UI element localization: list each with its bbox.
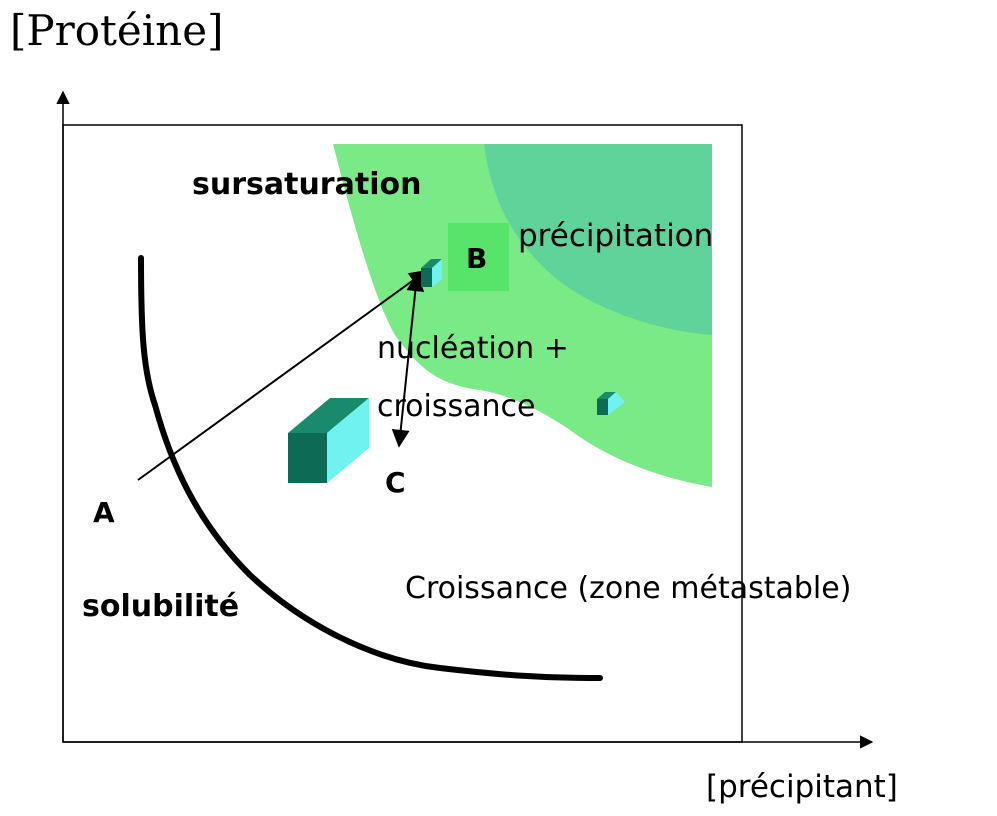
arrow-b-c xyxy=(391,273,425,448)
precipitation-label: précipitation xyxy=(518,218,714,254)
precipitation-zone xyxy=(484,144,712,335)
supersaturation-label: sursaturation xyxy=(192,167,422,202)
growth-label: croissance xyxy=(377,389,536,424)
x-axis-label: [précipitant] xyxy=(706,769,898,805)
point-b-label: B xyxy=(466,242,488,275)
arrow-a-to-b xyxy=(137,269,428,481)
solubility-curve xyxy=(138,255,603,681)
y-axis-label: [Protéine] xyxy=(10,6,224,55)
small-crystal-icon-b xyxy=(421,259,442,287)
metastable-zone-label: Croissance (zone métastable) xyxy=(405,571,852,606)
large-crystal-icon xyxy=(288,398,369,483)
point-c-label: C xyxy=(385,466,406,499)
point-b-highlight xyxy=(448,223,509,291)
nucleation-label: nucléation + xyxy=(377,331,569,366)
solubility-label: solubilité xyxy=(82,589,240,624)
small-crystal-icon-zone xyxy=(597,392,625,415)
point-a-label: A xyxy=(93,496,115,529)
